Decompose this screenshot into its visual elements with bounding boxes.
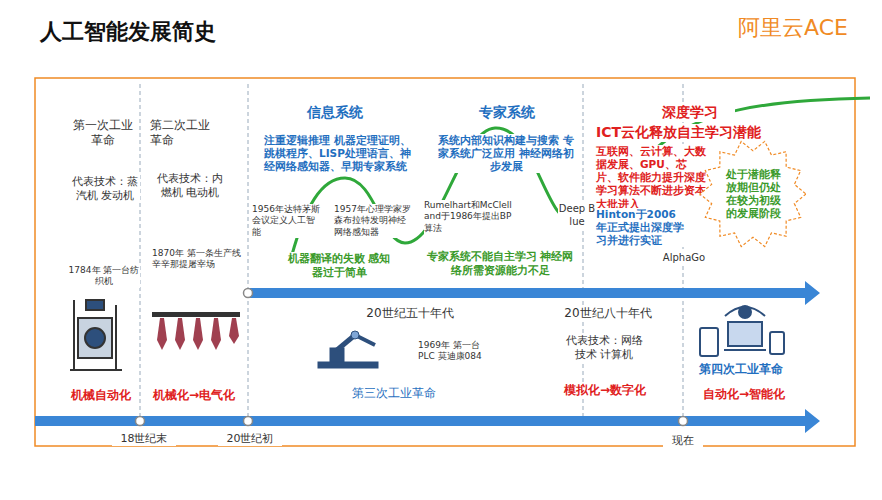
timeline-label: 第二次工业革命 — [150, 118, 214, 148]
timeline-label: 18世纪末 — [112, 432, 176, 446]
timeline-label: 1957年心理学家罗森布拉特发明神经网络感知器 — [334, 204, 414, 238]
upper-arrow — [248, 281, 820, 305]
starburst-callout: 处于潜能释放期但仍处在较为初级的发展阶段 — [700, 140, 806, 248]
timeline-label: 信息系统 — [285, 104, 385, 122]
lower-arrow — [35, 409, 820, 433]
timeline-label: 自动化→智能化 — [688, 387, 800, 402]
robot-arm-icon — [318, 331, 378, 368]
timeline-label: 代表技术：内燃机 电动机 — [153, 172, 227, 200]
timeline-label: ICT云化释放自主学习潜能 — [596, 124, 766, 142]
timeline-label: 代表技术：蒸汽机 发动机 — [70, 175, 140, 203]
timeline-label: 第三次工业革命 — [338, 386, 450, 401]
timeline-label: 第一次工业革命 — [70, 118, 136, 148]
timeline-label: 专家系统 — [462, 104, 552, 122]
timeline-label: 模拟化→数字化 — [550, 383, 660, 398]
brand-logo: 阿里云ACE — [738, 14, 868, 42]
timeline-label: 1969年 第一台PLC 莫迪康084 — [418, 340, 482, 363]
trend-curve — [290, 98, 870, 262]
page-title: 人工智能发展简史 — [40, 18, 216, 46]
time-dots — [136, 289, 688, 426]
loom-icon — [70, 300, 122, 370]
timeline-label: Hinton于2006年正式提出深度学习并进行实证 — [596, 208, 684, 247]
timeline-label: 深度学习 — [645, 104, 735, 122]
timeline-label: AlphaGo — [656, 252, 712, 265]
timeline-label: 20世纪五十年代 — [350, 306, 470, 321]
timeline-label: 机器翻译的失败 感知器过于简单 — [283, 252, 395, 280]
timeline-label: 20世纪初 — [218, 432, 282, 446]
timeline-label: 代表技术：网络技术 计算机 — [562, 334, 646, 362]
timeline-label: 机械自动化 — [64, 388, 138, 403]
timeline-label: 1956年达特茅斯会议定义人工智能 — [252, 204, 320, 238]
timeline-label: 注重逻辑推理 机器定理证明、跳棋程序、LISP处理语言、神经网络感知器、早期专家… — [264, 134, 416, 173]
frame — [35, 78, 855, 446]
timeline-label: 互联网、云计算、大数据发展、GPU、芯片、软件能力提升深度学习算法不断进步资本大… — [596, 145, 708, 211]
timeline-label: 20世纪八十年代 — [548, 306, 668, 321]
timeline-label: 1784年 第一台纺织机 — [68, 265, 140, 288]
production-line-icon — [152, 312, 240, 350]
timeline-label: 系统内部知识构建与搜索 专家系统广泛应用 神经网络初步发展 — [437, 134, 575, 173]
timeline-label: 现在 — [663, 434, 703, 448]
devices-icon — [700, 306, 784, 356]
timeline-label: 专家系统不能自主学习 神经网络所需资源能力不足 — [425, 250, 575, 278]
timeline-label: 第四次工业革命 — [685, 362, 797, 377]
timeline-label: Rumelhart和McClelland于1986年提出BP算法 — [424, 200, 516, 234]
timeline-label: Deep Blue — [558, 203, 596, 228]
timeline-label: 1870年 第一条生产线 辛辛那提屠宰场 — [152, 248, 242, 271]
timeline-label: 机械化→电气化 — [143, 388, 245, 403]
callout-text: 处于潜能释放期但仍处在较为初级的发展阶段 — [724, 168, 782, 221]
